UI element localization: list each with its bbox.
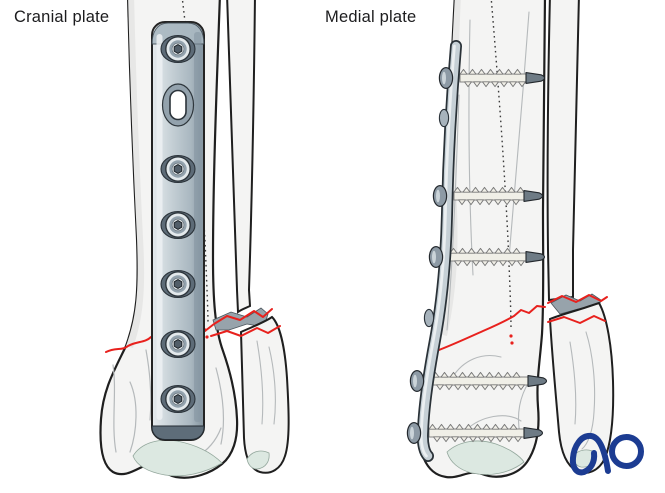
bone-screw-shaft xyxy=(449,247,546,267)
screw-head xyxy=(428,246,444,269)
ulna-proximal xyxy=(226,0,256,314)
ao-logo-a xyxy=(569,433,611,476)
bone-screw-shaft xyxy=(453,186,544,206)
medial-screw-heads xyxy=(406,66,454,445)
ulna-proximal xyxy=(546,0,580,302)
plate-shade xyxy=(194,32,202,422)
screw-head xyxy=(406,422,422,445)
bone-screw-shaft xyxy=(459,68,546,88)
cranial-plate-illustration xyxy=(99,0,290,479)
plate-screw xyxy=(160,34,196,64)
ulna-articular-surface xyxy=(246,450,270,470)
plate-highlight xyxy=(156,34,163,420)
cranial-plate-screws xyxy=(160,34,196,414)
dotted-line-red-dot xyxy=(509,334,513,338)
fracture-lines xyxy=(430,294,608,354)
dotted-line-red-dot xyxy=(510,341,514,345)
plate-screw xyxy=(160,384,196,414)
plate-top-cap xyxy=(151,22,205,45)
plate-screw xyxy=(160,329,196,359)
ao-logo-o xyxy=(609,434,644,469)
plate-screw xyxy=(160,154,196,184)
screw-head xyxy=(409,370,425,393)
label-cranial-plate: Cranial plate xyxy=(14,8,110,26)
bone-screw-shaft xyxy=(428,423,544,443)
label-medial-plate: Medial plate xyxy=(325,8,417,26)
ulna-contour-lines xyxy=(569,331,596,450)
articular-surface xyxy=(446,440,525,475)
articular-surface xyxy=(132,439,223,477)
plate-empty-hole xyxy=(423,308,435,328)
ulna-contour-lines xyxy=(256,340,276,425)
radius-shading xyxy=(126,0,145,348)
plate-empty-hole xyxy=(438,108,450,128)
ao-logo xyxy=(569,433,644,476)
medial-plate-implant xyxy=(406,46,456,456)
medial-screw-shafts xyxy=(428,68,548,443)
plate-screw xyxy=(160,269,196,299)
plate-oblong-hole xyxy=(161,83,195,127)
bone-screw-shaft xyxy=(431,371,548,391)
plate-screw xyxy=(160,210,196,240)
plate-bottom-cap xyxy=(151,425,205,440)
fracture-lines xyxy=(105,308,281,353)
medial-plate-illustration xyxy=(406,0,615,479)
cranial-plate-implant xyxy=(151,21,205,441)
ulna-distal xyxy=(239,315,290,474)
screw-head xyxy=(432,185,448,208)
dotted-line-red-dot xyxy=(205,335,209,339)
screw-head xyxy=(438,66,454,89)
